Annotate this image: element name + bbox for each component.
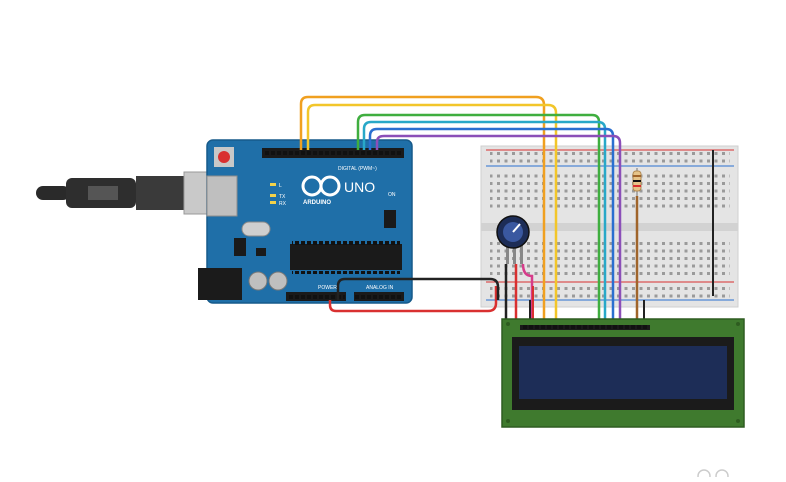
resistor [632,168,642,196]
reset-button [218,151,230,163]
led-l-label: L [279,183,282,189]
corner-mark [697,469,729,482]
led-tx-label: TX [279,194,286,200]
power-label: POWER [318,285,337,291]
lcd-screen [519,346,727,399]
arduino-logo: ARDUINO UNO [301,175,375,206]
digital-wires [299,95,622,198]
on-label: ON [388,192,396,198]
atmega-chip [290,244,402,270]
wire-green [356,113,601,198]
arduino-uno-board: ARDUINO UNO DIGITAL (PWM~) L TX RX ON PO… [198,139,413,304]
brand-label: ARDUINO [303,200,331,206]
lcd-16x2 [501,318,745,428]
potentiometer [496,215,530,264]
wire-purple [375,134,622,198]
model-label: UNO [344,179,375,195]
wire-yellow [306,103,558,188]
digital-label: DIGITAL (PWM~) [338,166,377,172]
analog-label: ANALOG IN [366,285,394,291]
led-rx-label: RX [279,201,287,207]
lcd-wires [504,150,714,322]
wire-orange [299,95,546,188]
power-wires [328,277,500,313]
wire-cyan [362,120,607,198]
power-jack [198,268,242,300]
usb-cable [36,171,233,215]
wire-blue [368,127,615,198]
wire-5v [328,286,498,313]
wire-gnd [336,277,500,300]
